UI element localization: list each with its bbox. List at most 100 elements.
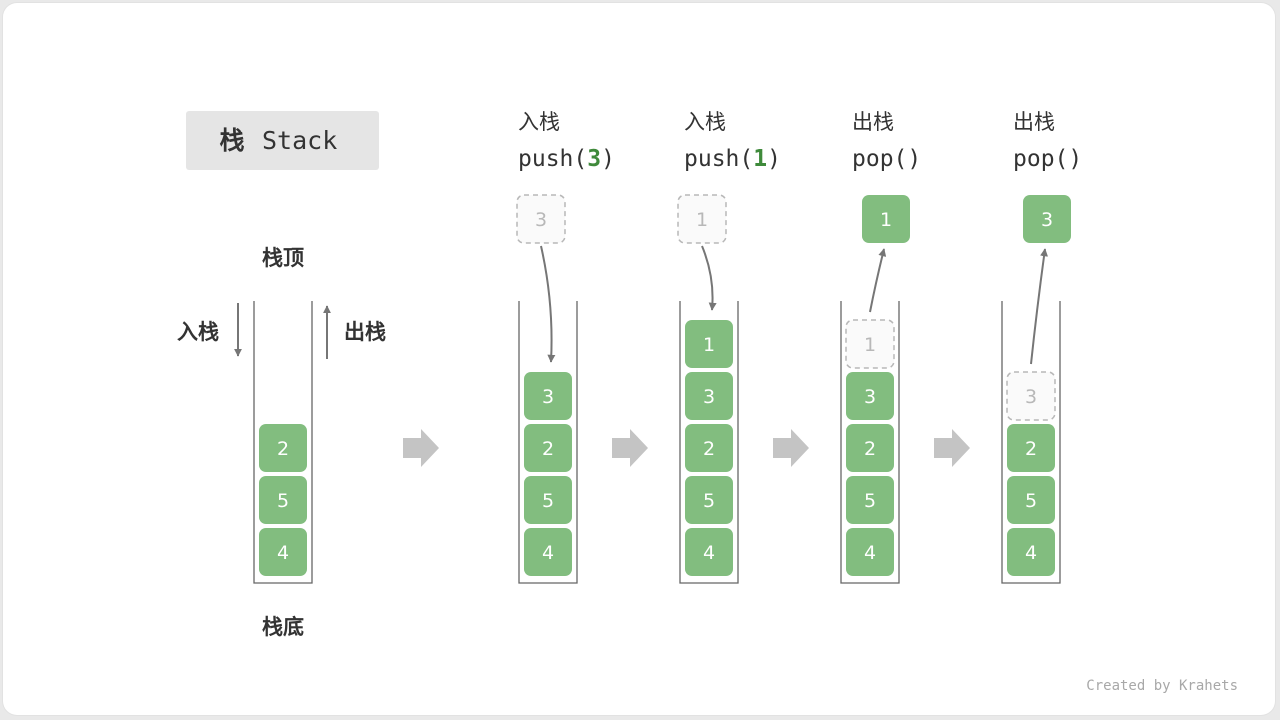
stack-node-value: 2 <box>703 438 715 460</box>
step-arrow <box>773 429 809 467</box>
pop-direction-label: 出栈 <box>344 320 386 344</box>
operation-call: push(3) <box>518 146 615 172</box>
operation-step: 出栈 pop() 3 2 5 4 1 1 <box>773 110 921 584</box>
stack-node-value: 3 <box>864 386 876 408</box>
pop-move-arrow <box>869 248 887 313</box>
stack-node: 3 <box>1023 195 1071 243</box>
title-box: 栈 Stack <box>186 111 379 170</box>
stack-node: 2 <box>846 424 894 472</box>
operation-call-name: push( <box>518 146 587 172</box>
credit-text: Created by Krahets <box>1086 678 1238 694</box>
stack-node: 4 <box>846 528 894 576</box>
stack-tube <box>1001 301 1061 584</box>
stack-node-box <box>524 372 572 420</box>
stack-node: 2 <box>685 424 733 472</box>
stack-node: 5 <box>524 476 572 524</box>
pop-move-arrow <box>1030 248 1048 365</box>
stack-node-value: 4 <box>277 542 289 564</box>
stack-node-box <box>685 372 733 420</box>
stack-node-value: 4 <box>864 542 876 564</box>
ghost-node-box <box>845 319 895 369</box>
stack-node-box <box>846 476 894 524</box>
operation-call-arg: 1 <box>753 146 767 172</box>
stack-node-box <box>259 424 307 472</box>
stack-node: 2 <box>524 424 572 472</box>
ghost-node: 3 <box>1006 371 1056 421</box>
step-arrow <box>612 429 648 467</box>
operation-call-close: ) <box>601 146 615 172</box>
stack-node-value: 5 <box>703 490 715 512</box>
stack-node: 3 <box>685 372 733 420</box>
stack-node-box <box>524 528 572 576</box>
stack-node: 1 <box>862 195 910 243</box>
stack-node-box <box>259 476 307 524</box>
stack-node-box <box>685 424 733 472</box>
stack-node-value: 2 <box>864 438 876 460</box>
stack-node-value: 3 <box>542 386 554 408</box>
stack-node: 4 <box>685 528 733 576</box>
initial-stack-tube <box>253 301 313 584</box>
stack-top-label: 栈顶 <box>262 246 304 270</box>
operation-call: pop() <box>852 146 921 172</box>
stack-node: 4 <box>524 528 572 576</box>
stack-node-value: 4 <box>542 542 554 564</box>
stack-node: 3 <box>524 372 572 420</box>
stack-node-box <box>685 476 733 524</box>
stack-node-box <box>846 528 894 576</box>
stack-node-box <box>862 195 910 243</box>
stack-node: 1 <box>685 320 733 368</box>
stack-node-box <box>524 424 572 472</box>
stack-node-box <box>846 372 894 420</box>
stack-tube <box>840 301 900 584</box>
ghost-node: 1 <box>677 194 727 244</box>
stack-node-value: 2 <box>542 438 554 460</box>
stack-node-value: 2 <box>277 438 289 460</box>
operation-label: 入栈 <box>518 110 560 134</box>
stack-node-value: 4 <box>703 542 715 564</box>
operation-call-name: push( <box>684 146 753 172</box>
operation-step: 出栈 pop() 2 5 4 3 3 <box>934 110 1082 584</box>
push-move-arrow <box>701 245 717 311</box>
operation-call-arg: 3 <box>587 146 601 172</box>
stack-tube <box>518 301 578 584</box>
operation-call: push(1) <box>684 146 781 172</box>
stack-tube <box>679 301 739 584</box>
title-word: Stack <box>262 126 337 155</box>
operation-label: 入栈 <box>684 110 726 134</box>
operations: 入栈push(3)32543入栈push(1)132541出栈pop()3254… <box>403 110 1082 584</box>
stack-node-box <box>524 476 572 524</box>
step-arrow <box>403 429 439 467</box>
stack-node-value: 5 <box>864 490 876 512</box>
stack-node: 2 <box>1007 424 1055 472</box>
stack-node-box <box>685 320 733 368</box>
stack-node-value: 5 <box>277 490 289 512</box>
push-move-arrow <box>540 245 556 363</box>
stack-node-value: 5 <box>542 490 554 512</box>
ghost-node: 3 <box>516 194 566 244</box>
operation-label: 出栈 <box>1013 110 1055 134</box>
stack-node-box <box>1007 476 1055 524</box>
stack-node: 5 <box>259 476 307 524</box>
stack-bottom-label: 栈底 <box>262 615 304 639</box>
ghost-node: 1 <box>845 319 895 369</box>
stack-node-value: 2 <box>1025 438 1037 460</box>
stack-node-box <box>1007 528 1055 576</box>
stack-diagram: 栈 Stack 栈顶 栈底 入栈 出栈 254 入栈push(3)32543入栈… <box>177 110 1238 694</box>
stack-node-value: 3 <box>703 386 715 408</box>
stack-node-value: 4 <box>1025 542 1037 564</box>
stack-node-value: 1 <box>880 209 892 231</box>
stack-node-value: 1 <box>703 334 715 356</box>
stack-node-box <box>685 528 733 576</box>
step-arrow <box>934 429 970 467</box>
stack-node: 2 <box>259 424 307 472</box>
operation-label: 出栈 <box>852 110 894 134</box>
title-background <box>186 111 379 170</box>
ghost-node-box <box>677 194 727 244</box>
stack-node: 3 <box>846 372 894 420</box>
operation-call-name: pop() <box>1013 146 1082 172</box>
stack-node-value: 3 <box>1025 386 1037 408</box>
stack-node: 5 <box>1007 476 1055 524</box>
